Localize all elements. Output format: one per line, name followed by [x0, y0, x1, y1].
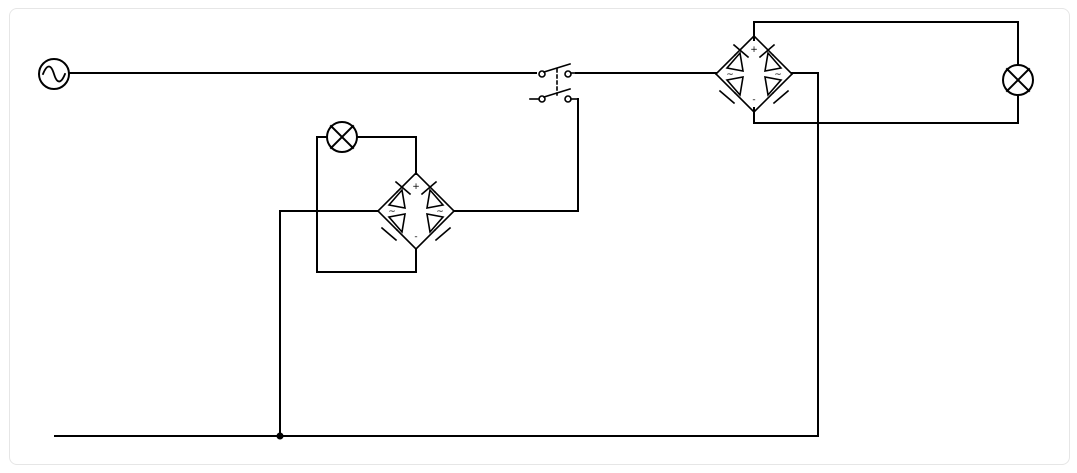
- ac-source-icon: [38, 58, 70, 90]
- double-switch-icon: [529, 63, 579, 103]
- diagram-frame: [9, 8, 1070, 465]
- bridge-rectifier-icon: + - ~ ~: [377, 172, 455, 250]
- bridge-left-minus: -: [414, 232, 417, 242]
- junction-dot: [276, 432, 284, 440]
- bridge-rectifier-icon: + - ~ ~: [715, 35, 793, 113]
- lamp-icon: [1002, 64, 1034, 96]
- bridge-left-plus: +: [412, 182, 420, 192]
- bridge-right-plus: +: [750, 45, 758, 55]
- bridge-right-minus: -: [752, 95, 755, 105]
- bridge-left-ac-right: ~: [436, 207, 444, 217]
- bridge-right-ac-right: ~: [774, 70, 782, 80]
- bridge-right-ac-left: ~: [726, 70, 734, 80]
- bridge-left-ac-left: ~: [388, 207, 396, 217]
- wires: [54, 21, 1019, 437]
- lamp-icon: [326, 121, 358, 153]
